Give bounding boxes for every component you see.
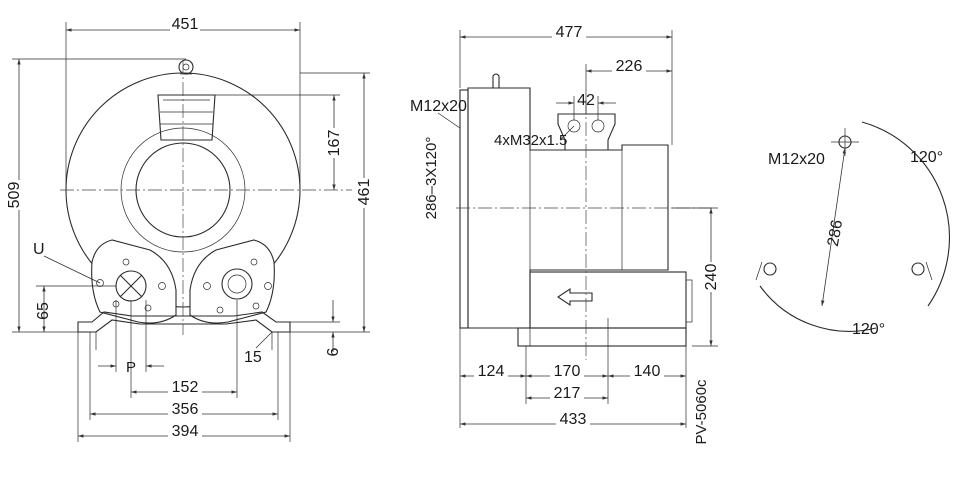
side-base	[517, 327, 687, 347]
side-outlet-flange	[557, 113, 616, 151]
outlet-neck	[157, 94, 216, 141]
dim-outlet-offset-side: 226	[616, 58, 643, 75]
dim-base-width: 394	[172, 423, 199, 440]
label-pcd-thread: M12x20	[768, 151, 825, 168]
flange-pad-right	[189, 239, 275, 324]
label-lifting-thread: M12x20	[410, 98, 467, 115]
dim-overall-length: 433	[560, 411, 587, 428]
dim-base-length: 217	[554, 385, 581, 402]
dim-bolt-spacing: 356	[172, 401, 199, 418]
dim-height-center: 461	[356, 179, 373, 206]
dim-left-overhang: 124	[478, 363, 505, 380]
pcd-hole-right	[911, 262, 925, 276]
pcd-view: 286 M12x20 120° 120°	[755, 121, 950, 338]
dim-height-total: 509	[6, 182, 23, 209]
dim-flange-width: 42	[577, 92, 595, 109]
label-angle-top: 120°	[910, 149, 943, 166]
side-view: 477 226 42 M12x20 286–3X120° 4xM32x1.5 2…	[410, 24, 720, 445]
flange-pad-left	[91, 239, 177, 324]
dim-flange-spacing: 152	[172, 379, 199, 396]
dim-right-overhang: 140	[634, 363, 661, 380]
airflow-arrow-icon	[557, 287, 593, 307]
pcd-arc-bottom	[759, 285, 877, 332]
label-port-u: U	[33, 241, 45, 258]
front-view: 451 509 461 167 65 6 U 15	[5, 16, 374, 442]
port-right	[221, 268, 253, 300]
dim-base-gap: 6	[325, 347, 342, 356]
label-pcd-diameter: 286	[825, 219, 846, 248]
lifting-eye-icon	[178, 59, 194, 75]
side-housing	[467, 87, 669, 329]
dim-length-total: 477	[556, 24, 583, 41]
dim-bolt-spacing-side: 170	[554, 363, 581, 380]
label-holes-pattern: 286–3X120°	[423, 137, 440, 220]
pcd-arc-right	[861, 121, 950, 307]
dim-outlet-offset: 167	[326, 130, 343, 157]
pcd-hole-left	[763, 262, 777, 276]
dim-center-height: 240	[703, 264, 720, 291]
label-model: PV-5060c	[693, 379, 710, 445]
label-flange-holes: 4xM32x1.5	[494, 132, 567, 149]
side-flange-plate	[459, 89, 469, 329]
label-angle-bottom: 120°	[852, 321, 885, 338]
dim-foot-thickness: 15	[244, 349, 262, 366]
dim-width-total: 451	[172, 16, 199, 33]
dim-base-height: 65	[35, 302, 52, 320]
